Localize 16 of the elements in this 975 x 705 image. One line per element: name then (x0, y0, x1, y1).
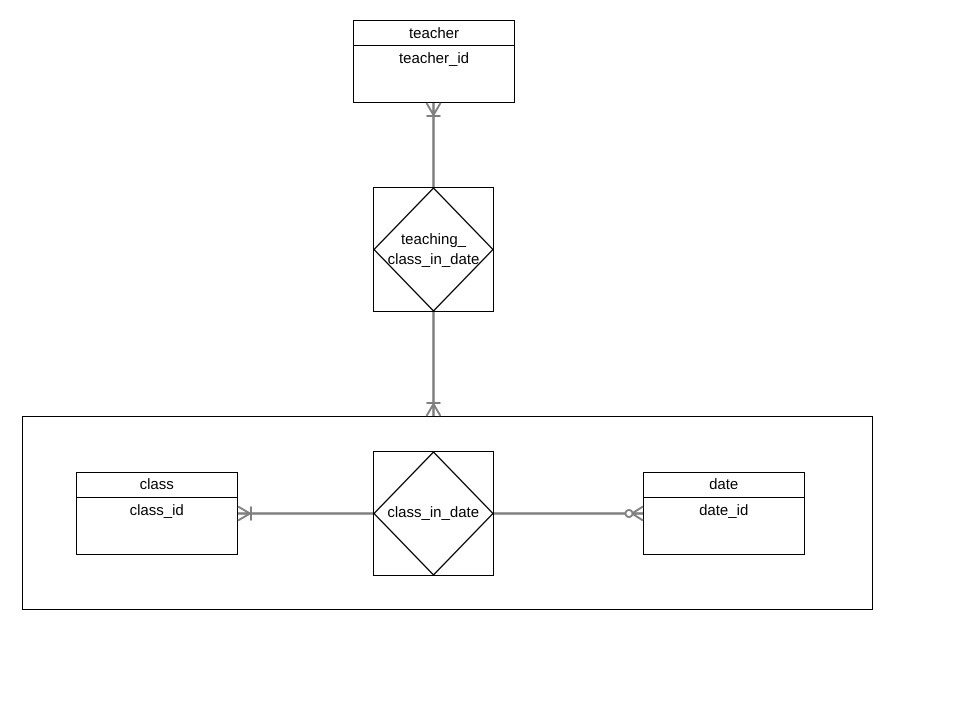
attribute-text: class_id (130, 502, 184, 519)
aggregation-box (22, 416, 873, 610)
entity-name: teacher (408, 24, 460, 42)
relationship-line (494, 506, 644, 522)
attribute-text: teacher_id (398, 50, 470, 67)
relationship-line (426, 312, 442, 417)
entity-box (642, 472, 805, 555)
relationship-name: teaching_ class_in_date (386, 230, 480, 270)
entity-name: class (140, 476, 174, 494)
relationship-line (237, 506, 373, 522)
relationship-name: class_in_date (386, 503, 480, 524)
entity-name: date (709, 476, 738, 494)
entity-box (76, 472, 238, 555)
relationship-line (426, 102, 442, 187)
entity-box (353, 20, 515, 103)
attribute-text: date_id (699, 502, 748, 519)
